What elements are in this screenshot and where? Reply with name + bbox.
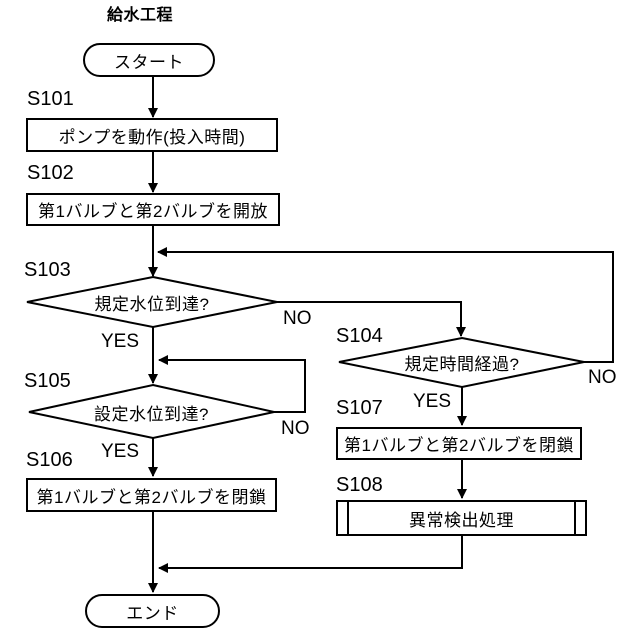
process-s106: 第1バルブと第2バルブを閉鎖	[26, 478, 277, 512]
edge-s103-no-s104	[277, 301, 466, 337]
branch-label-s103-no: NO	[283, 308, 312, 329]
start-terminal: スタート	[83, 43, 215, 77]
step-id-s106: S106	[26, 449, 73, 471]
step-id-s103: S103	[24, 259, 71, 281]
subroutine-bar-right	[574, 502, 576, 534]
branch-label-s103-yes: YES	[101, 331, 140, 352]
subroutine-bar-left	[347, 502, 349, 534]
s104-diamond-shape	[338, 336, 585, 389]
process-s107: 第1バルブと第2バルブを閉鎖	[336, 427, 582, 460]
edge-s104-no-loop	[157, 247, 614, 363]
flowchart-title: 給水工程	[107, 7, 174, 24]
step-id-s108: S108	[336, 474, 383, 496]
edge-s105-no-loop	[158, 355, 306, 413]
branch-label-s105-yes: YES	[101, 441, 140, 462]
branch-label-s104-yes: YES	[413, 391, 452, 412]
step-id-s107: S107	[336, 397, 383, 419]
step-id-s105: S105	[24, 370, 71, 392]
step-id-s101: S101	[27, 88, 74, 110]
end-terminal: エンド	[85, 594, 220, 628]
branch-label-s104-no: NO	[588, 367, 617, 388]
subroutine-s108-label: 異常検出処理	[409, 510, 514, 530]
s103-diamond-shape	[26, 275, 278, 329]
step-id-s104: S104	[336, 325, 383, 347]
step-id-s102: S102	[27, 162, 74, 184]
edge-s108-merge	[158, 535, 463, 573]
decision-s103: 規定水位到達?	[94, 294, 210, 314]
process-s102: 第1バルブと第2バルブを開放	[26, 193, 280, 226]
decision-s104: 規定時間経過?	[404, 354, 520, 374]
subroutine-s108: 異常検出処理	[336, 500, 587, 536]
process-s101: ポンプを動作(投入時間)	[26, 118, 278, 152]
branch-label-s105-no: NO	[281, 418, 310, 439]
decision-s105: 設定水位到達?	[94, 404, 209, 424]
s105-diamond-shape	[28, 383, 275, 440]
